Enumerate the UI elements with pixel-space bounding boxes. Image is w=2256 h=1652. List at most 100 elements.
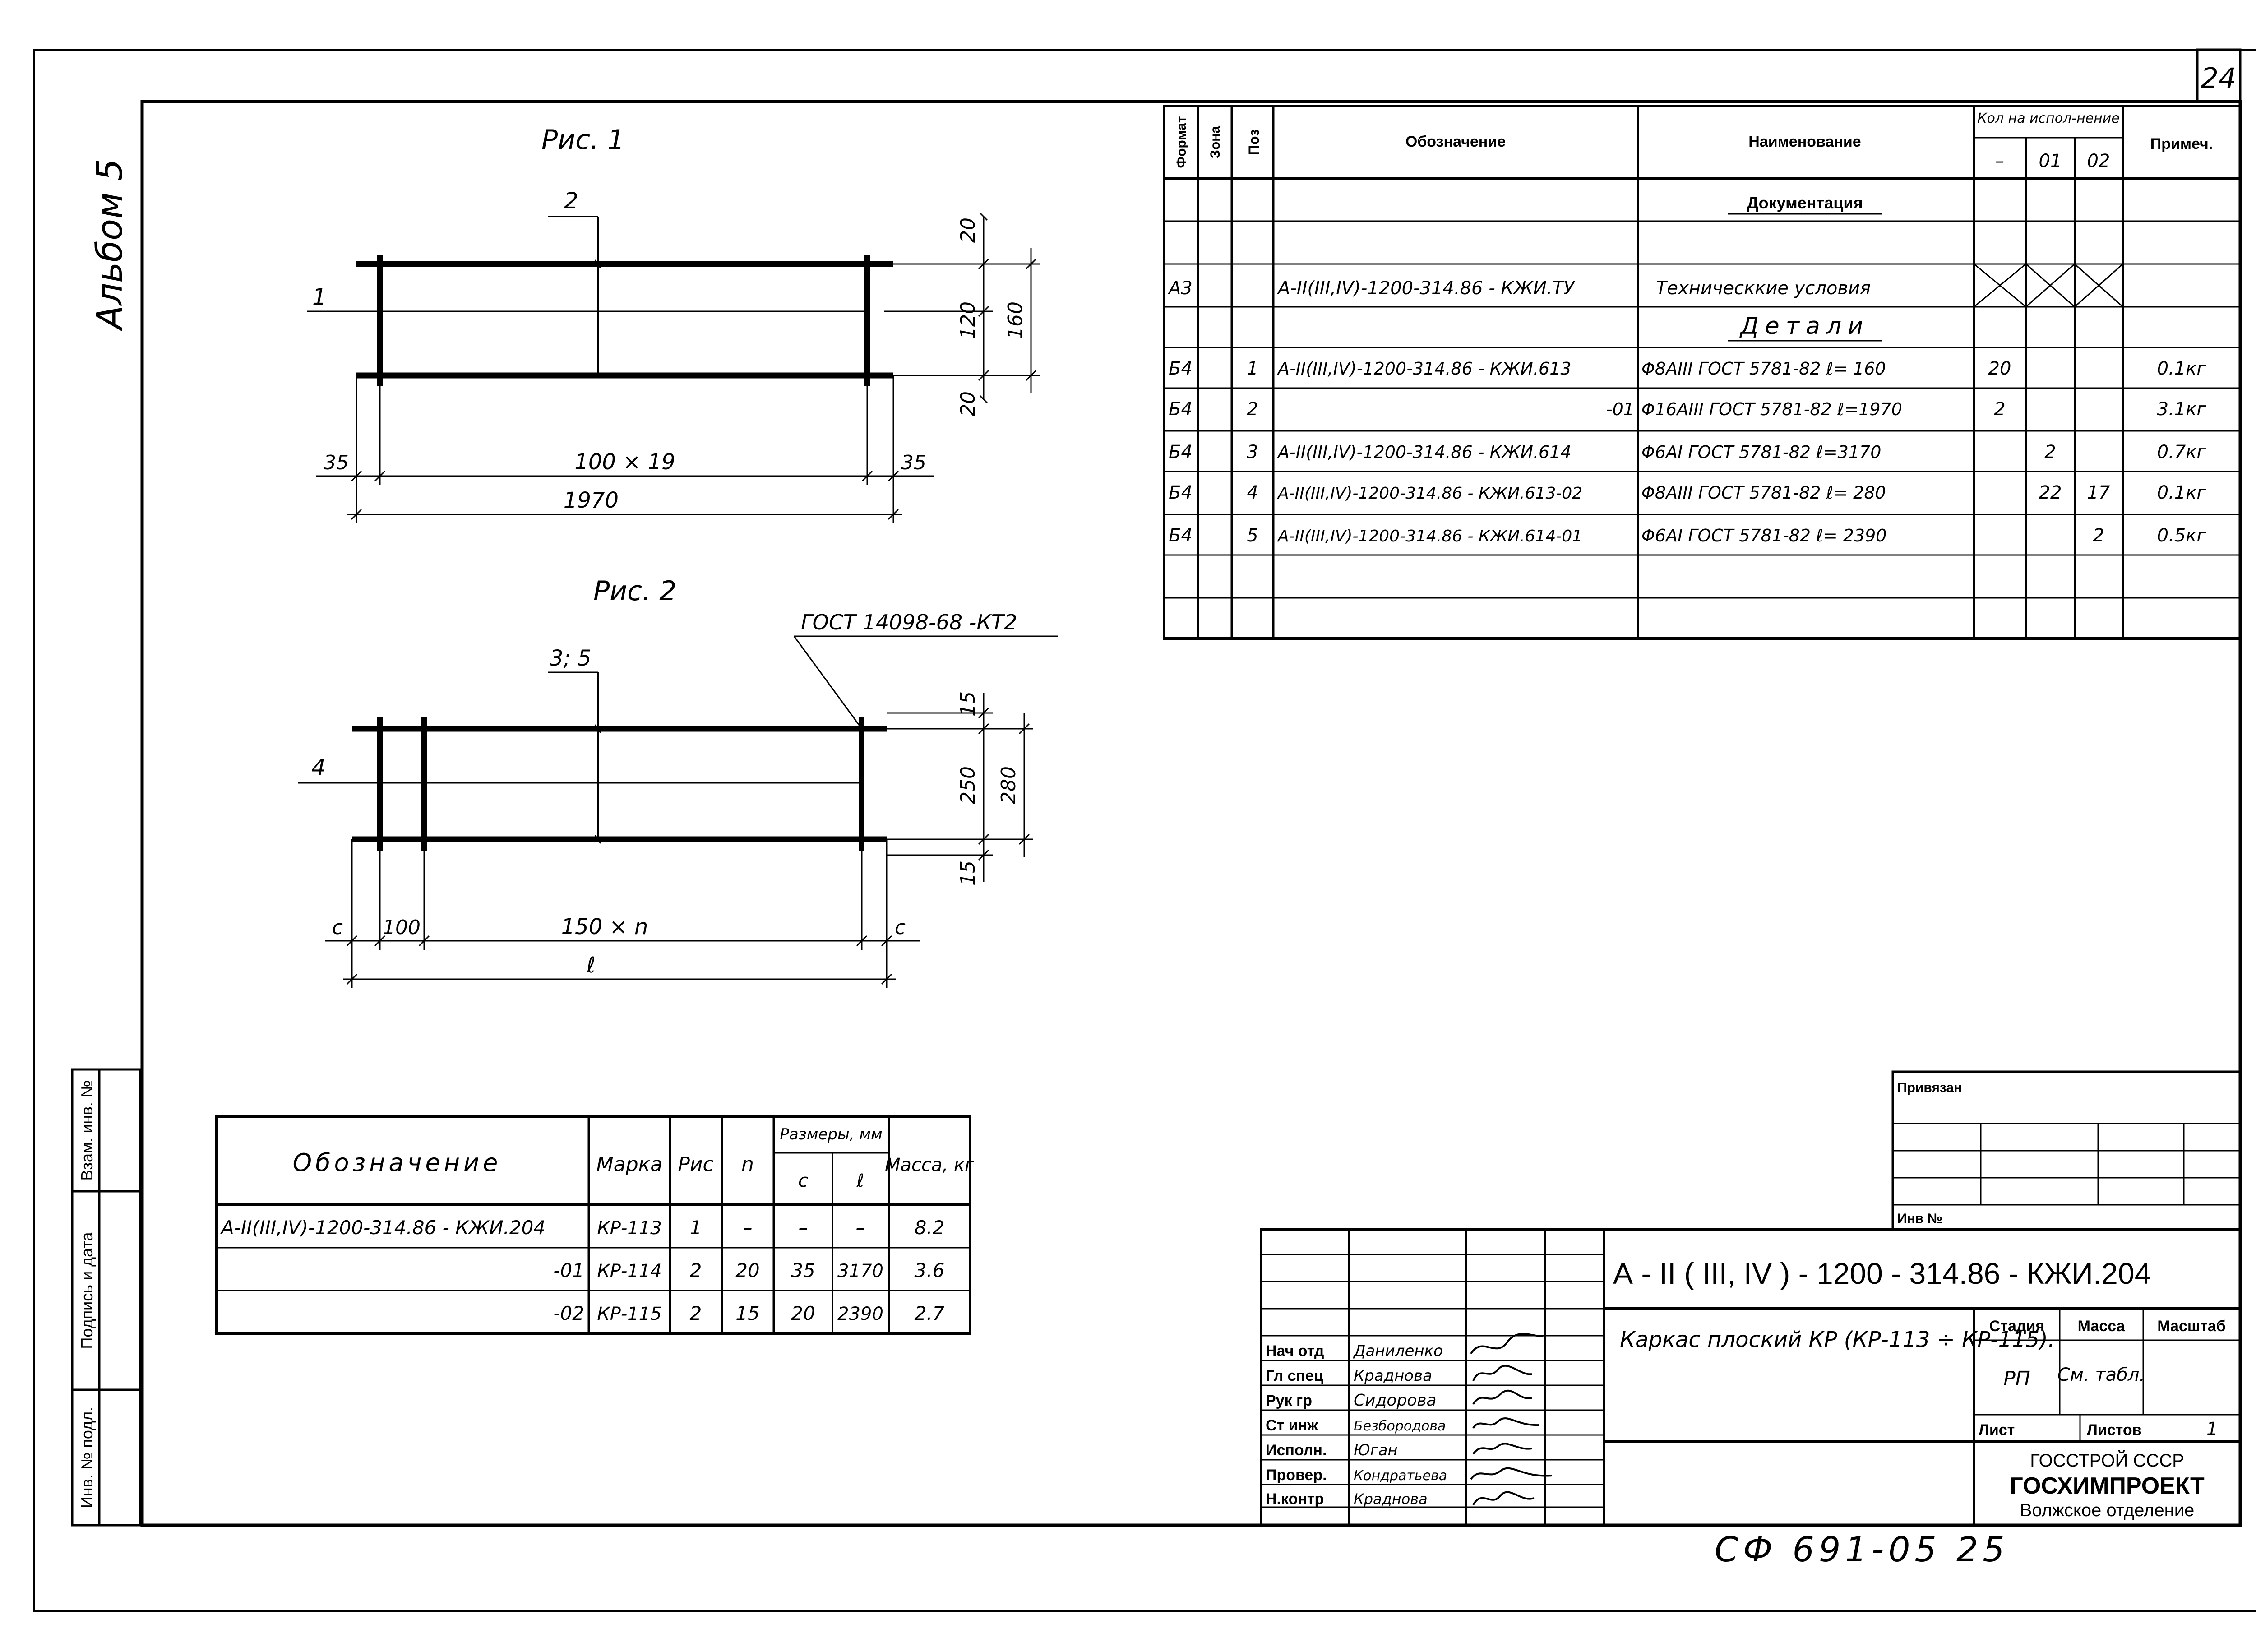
fig2-dim-right: с (895, 916, 906, 939)
stamp-person-row: Рук гр Сидорова (1266, 1389, 1532, 1410)
fig2-pos-35: 3; 5 (550, 646, 592, 671)
variants-header-l: ℓ (856, 1171, 864, 1191)
fig2-weld-note: ГОСТ 14098-68 -КТ2 (801, 610, 1017, 634)
fig2-dim-span: 150 × n (561, 914, 648, 939)
spec-header-note: Примеч. (2150, 135, 2213, 153)
svg-text:-01: -01 (1606, 399, 1634, 419)
mass-value: См. табл. (2057, 1365, 2145, 1385)
svg-text:Ст инж: Ст инж (1266, 1417, 1318, 1434)
svg-text:1: 1 (1247, 358, 1258, 379)
svg-text:22: 22 (2039, 482, 2062, 503)
stamp-person-row: Ст инж Безбородова (1266, 1417, 1539, 1434)
page-number-box (2196, 48, 2242, 103)
svg-text:2: 2 (1994, 399, 2005, 420)
signature (1472, 1389, 1532, 1405)
spec-section-docs: Документация (1747, 194, 1863, 212)
inner-frame (140, 100, 2242, 1527)
svg-text:20: 20 (735, 1259, 759, 1282)
svg-text:Краднова: Краднова (1354, 1490, 1428, 1508)
spec-header-format: Формат (1174, 116, 1189, 168)
stamp-name: Каркас плоский КР (КР-113 ÷ КР-115). (1620, 1327, 2055, 1352)
spec-row: Б4 1 А-II(III,IV)-1200-314.86 - КЖИ.613 … (1169, 358, 2206, 379)
svg-text:0.5кг: 0.5кг (2157, 525, 2207, 546)
svg-text:2: 2 (1247, 399, 1258, 420)
spec-doc-qty-crosses (1974, 263, 2123, 308)
fig1-dim-top: 20 (957, 217, 980, 243)
svg-text:А-II(III,IV)-1200-314.86 - КЖИ: А-II(III,IV)-1200-314.86 - КЖИ.614 (1276, 442, 1572, 462)
svg-text:3: 3 (1247, 442, 1258, 463)
variants-header-mass: Масса, кг (885, 1155, 975, 1175)
svg-text:0.7кг: 0.7кг (2157, 442, 2207, 463)
privyazan-label: Привязан (1897, 1080, 1962, 1095)
svg-text:КР-113: КР-113 (597, 1218, 661, 1239)
inv-no-label: Инв № (1897, 1211, 1942, 1226)
svg-text:20: 20 (791, 1302, 815, 1324)
svg-text:0.1кг: 0.1кг (2157, 358, 2207, 379)
svg-text:Безбородова: Безбородова (1354, 1418, 1446, 1434)
stamp-person-row: Провер. Кондратьева (1266, 1467, 1553, 1484)
svg-text:2: 2 (2044, 442, 2056, 463)
fig1-dim-span: 100 × 19 (574, 449, 675, 475)
stage-value: РП (2003, 1367, 2030, 1390)
svg-text:2: 2 (690, 1302, 702, 1324)
fig2-title: Рис. 2 (593, 575, 676, 607)
svg-text:Φ16АIII ГОСТ 5781-82 ℓ=1970: Φ16АIII ГОСТ 5781-82 ℓ=1970 (1641, 399, 1902, 419)
svg-text:8.2: 8.2 (915, 1217, 945, 1239)
stamp-person-row: Гл спец Краднова (1266, 1365, 1532, 1385)
stamp-person-row: Н.контр Краднова (1266, 1490, 1535, 1508)
svg-text:Б4: Б4 (1169, 442, 1193, 463)
spec-header-zone: Зона (1208, 126, 1223, 158)
svg-text:Сидорова: Сидорова (1354, 1391, 1437, 1410)
svg-text:4: 4 (1247, 482, 1258, 503)
fig2-dim-first: 100 (383, 916, 421, 939)
svg-text:-02: -02 (553, 1302, 584, 1324)
fig1-dim-middle: 120 (957, 301, 980, 339)
spec-doc-name: Техническкие условия (1656, 278, 1871, 299)
spec-table: Формат Зона Поз Обозначение Наименование… (1163, 105, 2242, 640)
fig2-dim-bottom: 15 (957, 861, 980, 886)
side-stamp: Взам. инв. № Подпись и дата Инв. № подл. (71, 1068, 141, 1527)
spec-row: Б4 5 А-II(III,IV)-1200-314.86 - КЖИ.614-… (1169, 525, 2206, 546)
variants-table: Обозначение Марка Рис n Размеры, мм с ℓ … (215, 1115, 975, 1335)
svg-text:3170: 3170 (837, 1261, 883, 1282)
org-line-1: ГОССТРОЙ СССР (2030, 1450, 2184, 1471)
svg-text:2390: 2390 (837, 1304, 883, 1324)
svg-text:17: 17 (2087, 482, 2110, 503)
fig2-dim-height: 280 (997, 766, 1020, 804)
spec-doc-format: А3 (1167, 278, 1193, 299)
svg-text:А-II(III,IV)-1200-314.86 - КЖИ: А-II(III,IV)-1200-314.86 - КЖИ.613-02 (1277, 484, 1582, 503)
svg-text:Юган: Юган (1354, 1441, 1398, 1459)
svg-text:Б4: Б4 (1169, 399, 1193, 420)
svg-text:Б4: Б4 (1169, 482, 1193, 503)
stamp-person-row: Исполн. Юган (1266, 1441, 1532, 1459)
fig1-dim-left: 35 (324, 451, 349, 474)
org-line-2: ГОСХИМПРОЕКТ (2010, 1473, 2205, 1499)
signature (1470, 1333, 1544, 1355)
svg-text:А-II(III,IV)-1200-314.86 - КЖИ: А-II(III,IV)-1200-314.86 - КЖИ.614-01 (1277, 527, 1582, 546)
figure-2: Рис. 2 4 3; 5 ГОСТ 14098-68 -КТ2 15 (298, 575, 1058, 988)
svg-text:КР-114: КР-114 (597, 1261, 661, 1282)
variants-header-n: n (741, 1153, 754, 1176)
side-stamp-inv-orig: Инв. № подл. (78, 1407, 96, 1508)
svg-text:–: – (799, 1217, 808, 1239)
svg-text:Даниленко: Даниленко (1353, 1342, 1443, 1360)
svg-text:Н.контр: Н.контр (1266, 1490, 1324, 1508)
sheets-value: 1 (2206, 1419, 2218, 1439)
svg-text:-01: -01 (553, 1259, 584, 1282)
spec-header-qty-3: 02 (2087, 151, 2110, 171)
spec-doc-designation: А-II(III,IV)-1200-314.86 - КЖИ.ТУ (1276, 278, 1576, 299)
fig1-pos-2: 2 (564, 188, 578, 214)
fig2-pos-4: 4 (311, 754, 326, 781)
svg-text:2.7: 2.7 (915, 1302, 945, 1324)
fig1-dim-length: 1970 (564, 488, 619, 513)
signature (1470, 1467, 1553, 1480)
scale-label: Масштаб (2157, 1318, 2225, 1335)
fig2-weld-leader (793, 636, 863, 729)
svg-text:3.6: 3.6 (915, 1259, 945, 1282)
svg-text:Краднова: Краднова (1354, 1367, 1432, 1385)
fig2-dim-left: с (332, 916, 343, 939)
svg-text:–: – (856, 1217, 865, 1239)
page-number: 24 (2201, 62, 2237, 95)
svg-text:2: 2 (2093, 525, 2104, 546)
signature (1472, 1365, 1532, 1381)
